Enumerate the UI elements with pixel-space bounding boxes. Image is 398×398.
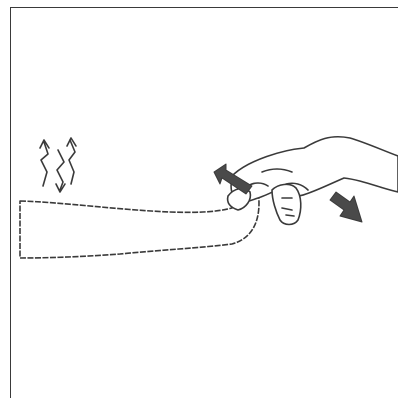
- arm-illustration: [20, 190, 259, 258]
- arrow-down-right-icon: [330, 192, 362, 222]
- vibration-marks-icon: [40, 138, 76, 192]
